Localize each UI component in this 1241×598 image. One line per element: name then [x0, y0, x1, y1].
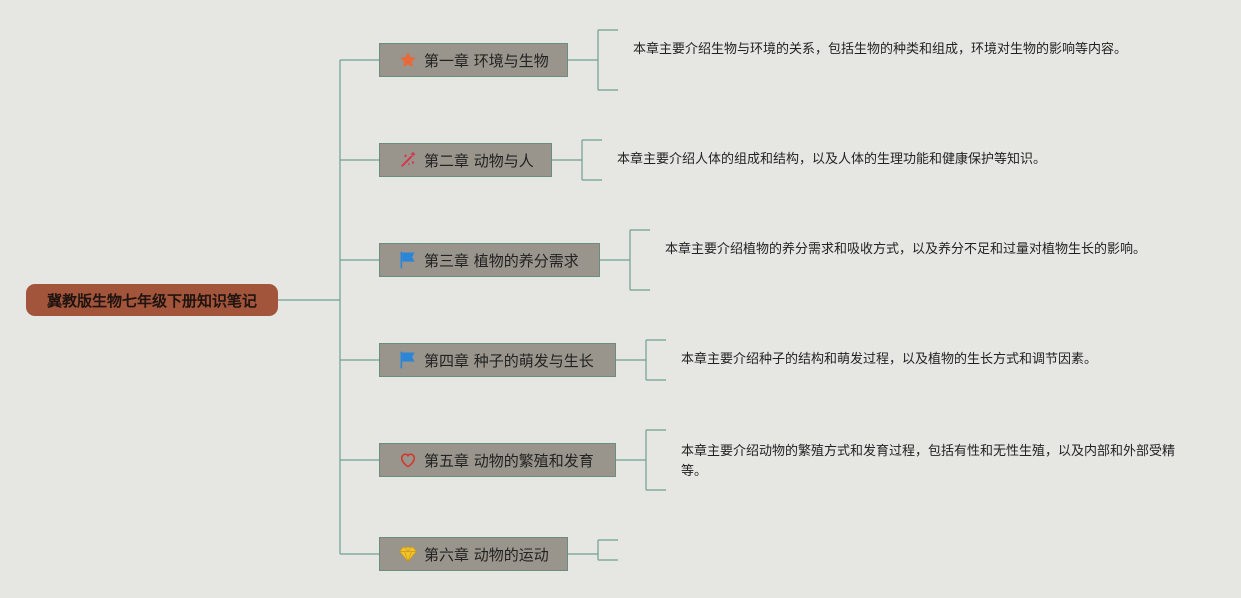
chapter-1-title: 第一章 环境与生物	[424, 51, 549, 70]
chapter-1-node[interactable]: 第一章 环境与生物	[379, 43, 568, 77]
chapter-4-node[interactable]: 第四章 种子的萌发与生长	[379, 343, 616, 377]
chapter-5-description: 本章主要介绍动物的繁殖方式和发育过程，包括有性和无性生殖，以及内部和外部受精等。	[681, 444, 1176, 479]
chapter-6-title: 第六章 动物的运动	[424, 545, 549, 564]
chapter-2-title: 第二章 动物与人	[424, 151, 534, 170]
flag-icon	[398, 350, 418, 370]
wand-icon	[398, 150, 418, 170]
root-topic-label: 冀教版生物七年级下册知识笔记	[46, 291, 257, 310]
chapter-6-node[interactable]: 第六章 动物的运动	[379, 537, 568, 571]
chapter-5-title: 第五章 动物的繁殖和发育	[424, 451, 594, 470]
flag-icon	[398, 250, 418, 270]
chapter-4-title: 第四章 种子的萌发与生长	[424, 351, 594, 370]
root-topic[interactable]: 冀教版生物七年级下册知识笔记	[26, 284, 278, 316]
chapter-5-node[interactable]: 第五章 动物的繁殖和发育	[379, 443, 616, 477]
chapter-4-description: 本章主要介绍种子的结构和萌发过程，以及植物的生长方式和调节因素。	[681, 352, 1098, 367]
heart-icon	[398, 450, 418, 470]
chapter-3-node[interactable]: 第三章 植物的养分需求	[379, 243, 600, 277]
chapter-1-description: 本章主要介绍生物与环境的关系，包括生物的种类和组成，环境对生物的影响等内容。	[633, 42, 1128, 57]
chapter-3-title: 第三章 植物的养分需求	[424, 251, 579, 270]
chapter-3-description: 本章主要介绍植物的养分需求和吸收方式，以及养分不足和过量对植物生长的影响。	[665, 242, 1147, 257]
chapter-2-description: 本章主要介绍人体的组成和结构，以及人体的生理功能和健康保护等知识。	[617, 152, 1047, 167]
star-icon	[398, 50, 418, 70]
chapter-2-node[interactable]: 第二章 动物与人	[379, 143, 552, 177]
diamond-icon	[398, 544, 418, 564]
